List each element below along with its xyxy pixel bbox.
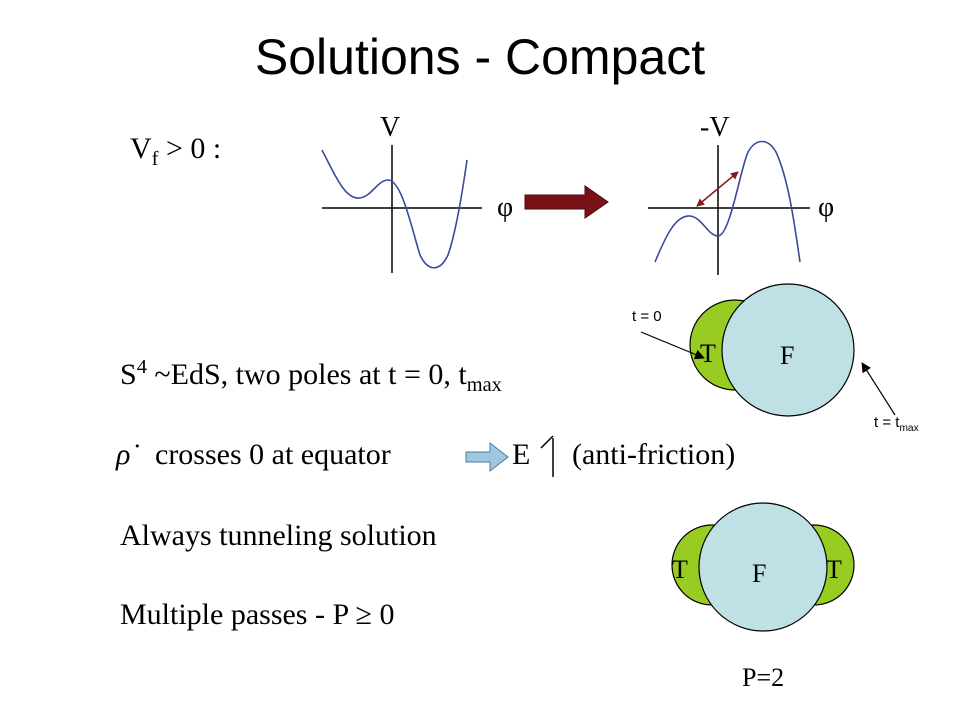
condition-label: Vf > 0 : <box>130 132 222 170</box>
bubble-diagram-top: T F <box>640 283 896 417</box>
bubble-bottom-t-right: T <box>826 555 842 584</box>
anti-friction-text: (anti-friction) <box>572 438 736 471</box>
rho-dot-symbol: ρ̇ <box>116 438 131 471</box>
crosses-text: crosses 0 at equator <box>155 438 391 471</box>
plot-left-ylabel: V <box>380 112 401 143</box>
potential-plot-right <box>648 140 810 275</box>
p-label: P=2 <box>742 663 784 692</box>
page-title: Solutions - Compact <box>254 29 706 85</box>
tunneling-text: Always tunneling solution <box>120 519 437 552</box>
tmax-pointer <box>861 362 896 416</box>
potential-curve-left <box>321 149 468 269</box>
plot-right-ylabel: -V <box>700 112 730 143</box>
false-vacuum-region <box>721 283 855 417</box>
tmax-label: t = tmax <box>874 414 919 434</box>
t0-pointer <box>640 331 705 360</box>
potential-curve-right <box>654 140 801 263</box>
potential-plot-left <box>321 145 482 273</box>
t0-label: t = 0 <box>632 308 662 325</box>
bubble-bottom-f-label: F <box>752 559 766 588</box>
bubble-top-t-label: T <box>700 339 716 368</box>
transform-arrow-icon <box>524 185 609 219</box>
passes-text: Multiple passes - P ≥ 0 <box>120 598 395 631</box>
implies-arrow-icon <box>465 441 509 473</box>
bubble-bottom-t-left: T <box>672 555 688 584</box>
plot-right-xlabel: φ <box>818 192 835 223</box>
plot-left-xlabel: φ <box>497 192 514 223</box>
s4-line: S4 ~EdS, two poles at t = 0, tmax <box>120 356 502 396</box>
energy-up-arrow-icon <box>540 435 554 477</box>
energy-label: E <box>512 438 531 471</box>
bubble-diagram-bottom: T F T P=2 <box>671 502 855 692</box>
bubble-top-f-label: F <box>780 341 794 370</box>
tunneling-double-arrow <box>696 171 739 207</box>
false-vacuum-middle <box>698 502 828 632</box>
